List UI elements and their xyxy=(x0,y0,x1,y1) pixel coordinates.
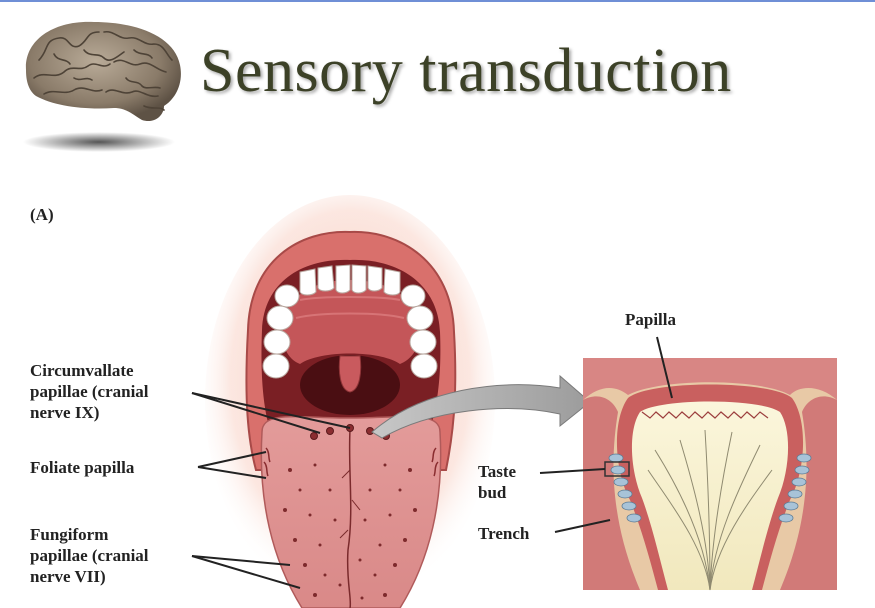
label-circumvallate: Circumvallate papillae (cranial nerve IX… xyxy=(30,361,149,422)
fungiform-papillae xyxy=(283,463,417,600)
molars-right xyxy=(400,284,438,379)
upper-teeth xyxy=(299,264,401,296)
median-groove xyxy=(346,429,352,608)
label-fungiform: Fungiform papillae (cranial nerve VII) xyxy=(30,525,149,586)
palate xyxy=(282,280,420,364)
brain-icon xyxy=(23,21,181,152)
molars-left xyxy=(262,284,300,379)
uvula xyxy=(338,355,362,393)
label-papilla: Papilla xyxy=(625,310,677,329)
label-foliate: Foliate papilla xyxy=(30,458,135,477)
leader-lines xyxy=(191,336,673,589)
panel-label: (A) xyxy=(30,205,54,224)
top-accent-line xyxy=(0,0,875,2)
foliate-papilla xyxy=(263,447,439,477)
label-trench: Trench xyxy=(478,524,530,543)
taste-buds-right xyxy=(778,453,812,523)
label-taste-bud: Taste bud xyxy=(478,462,517,502)
page-title: Sensory transduction xyxy=(200,37,732,105)
papilla-cross-section xyxy=(583,358,837,591)
